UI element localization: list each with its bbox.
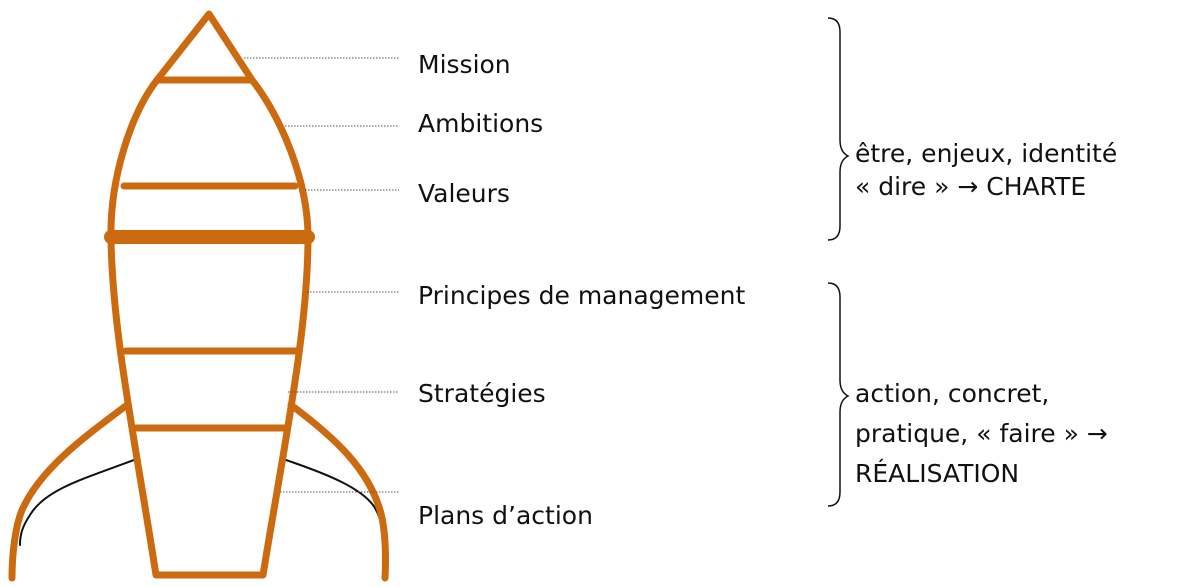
left-fin [8,401,131,582]
group-2-line-2: pratique, « faire » → [855,419,1108,448]
braces [827,17,850,507]
group-1-line-2: « dire » → CHARTE [855,172,1086,201]
level-label-strategies: Stratégies [418,379,546,408]
level-label-plans: Plans d’action [418,501,593,530]
level-label-mission: Mission [418,50,511,79]
brace-top [827,17,850,241]
level-labels: Mission Ambitions Valeurs Principes de m… [418,50,745,530]
leader-lines [244,57,399,493]
left-fin-inner-curve [19,459,135,546]
level-label-ambitions: Ambitions [418,109,543,138]
group-2-line-3: RÉALISATION [855,459,1019,488]
brace-bottom [827,282,850,507]
rocket-body [107,10,312,579]
right-fin-inner-curve [285,459,384,533]
group-2-line-1: action, concret, [855,379,1049,408]
rocket [8,10,389,582]
level-label-principes: Principes de management [418,281,745,310]
right-fin [287,401,389,582]
group-1-line-1: être, enjeux, identité [855,139,1117,168]
level-label-valeurs: Valeurs [418,179,510,208]
group-texts: être, enjeux, identité « dire » → CHARTE… [855,139,1117,488]
